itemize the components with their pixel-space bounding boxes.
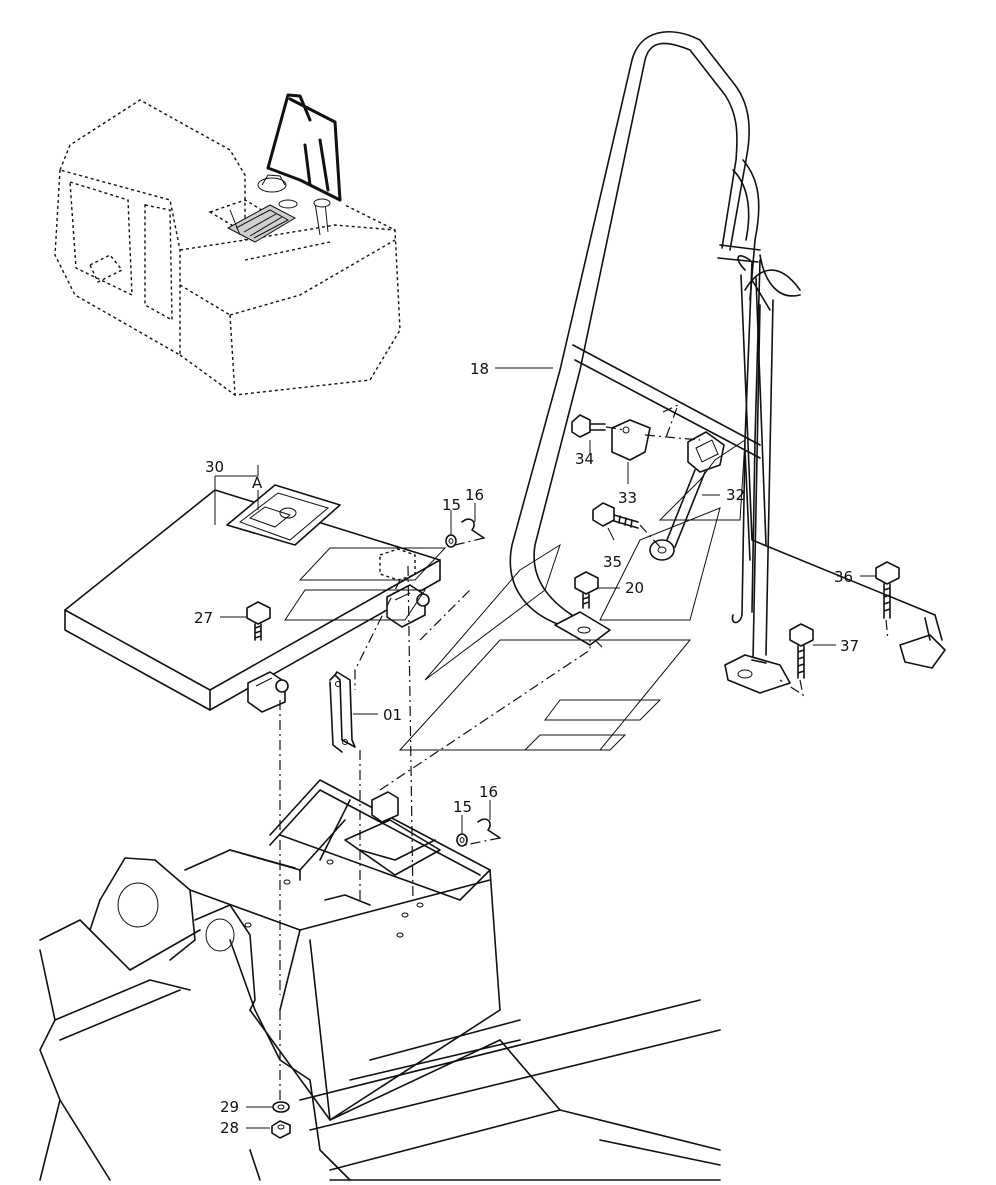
machine-housing [39, 779, 721, 1181]
label-36: 36 [834, 568, 853, 586]
part-labels: 18 30 A 15 16 34 33 32 35 20 36 37 27 01… [194, 360, 859, 1137]
label-30: 30 [205, 458, 224, 476]
inspection-cover [64, 484, 441, 713]
fasteners [246, 414, 900, 1139]
label-32: 32 [726, 486, 745, 504]
label-29: 29 [220, 1098, 239, 1116]
leader-lines [214, 367, 876, 1129]
label-27: 27 [194, 609, 213, 627]
label-18: 18 [470, 360, 489, 378]
label-15-upper: 15 [442, 496, 461, 514]
label-a: A [252, 474, 263, 492]
label-16-upper: 16 [465, 486, 484, 504]
excavator-overview-inset [54, 93, 401, 396]
label-34: 34 [575, 450, 594, 468]
guard-rail-frame [509, 31, 946, 694]
label-35: 35 [603, 553, 622, 571]
label-20: 20 [625, 579, 644, 597]
label-33: 33 [618, 489, 637, 507]
label-16-lower: 16 [479, 783, 498, 801]
grab-handle [329, 671, 356, 753]
label-01: 01 [383, 706, 402, 724]
label-37: 37 [840, 637, 859, 655]
assembly-center-lines [279, 403, 889, 1100]
label-15-lower: 15 [453, 798, 472, 816]
label-28: 28 [220, 1119, 239, 1137]
reference-guides [284, 439, 746, 751]
